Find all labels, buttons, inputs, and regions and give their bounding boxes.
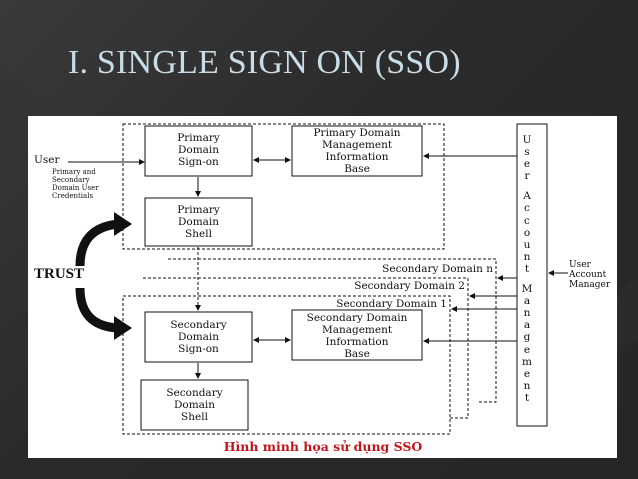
user-label: User: [34, 154, 60, 166]
primary-shell-label: Primary Domain Shell: [177, 204, 220, 240]
sso-diagram: Primary Domain Sign-on Primary Domain Ma…: [28, 116, 617, 458]
secondary-shell-label: Secondary Domain Shell: [166, 387, 223, 423]
trust-arrow-top-head: [114, 212, 132, 236]
secondary-domain-2-boundary: [143, 277, 469, 419]
secondary-mgmt-box: [291, 309, 423, 361]
primary-shell-box: [144, 197, 253, 247]
secondary-signon-box: [144, 311, 253, 363]
trust-arrow-bottom: [75, 287, 119, 333]
primary-signon-box: [144, 125, 253, 177]
primary-domain-boundary: [122, 123, 445, 250]
secondary-shell-box: [140, 379, 249, 431]
trust-label: TRUST: [34, 266, 85, 282]
primary-mgmt-box: [291, 125, 423, 177]
trust-arrow-top: [75, 219, 119, 267]
secondary-mgmt-label: Secondary Domain Management Information …: [306, 312, 408, 360]
secondary-domain-n-label: Secondary Domain n: [382, 263, 493, 275]
secondary-signon-label: Secondary Domain Sign-on: [170, 319, 227, 355]
primary-mgmt-label: Primary Domain Management Information Ba…: [313, 127, 401, 175]
user-account-management-box: [516, 123, 548, 427]
secondary-domain-n-boundary: [168, 258, 497, 403]
diagram-lines: [68, 123, 568, 435]
secondary-domain-2-label: Secondary Domain 2: [354, 280, 465, 292]
trust-arrow-bottom-head: [114, 316, 132, 340]
slide-title: I. SINGLE SIGN ON (SSO): [68, 44, 461, 81]
credentials-label: Primary and Secondary Domain User Creden…: [52, 168, 99, 200]
secondary-domain-1-label: Secondary Domain 1: [336, 298, 447, 310]
primary-signon-label: Primary Domain Sign-on: [177, 132, 220, 168]
secondary-domain-1-boundary: [122, 295, 451, 435]
figure-caption: Hình minh họa sử dụng SSO: [223, 439, 423, 454]
user-account-manager-label: User Account Manager: [569, 260, 611, 290]
